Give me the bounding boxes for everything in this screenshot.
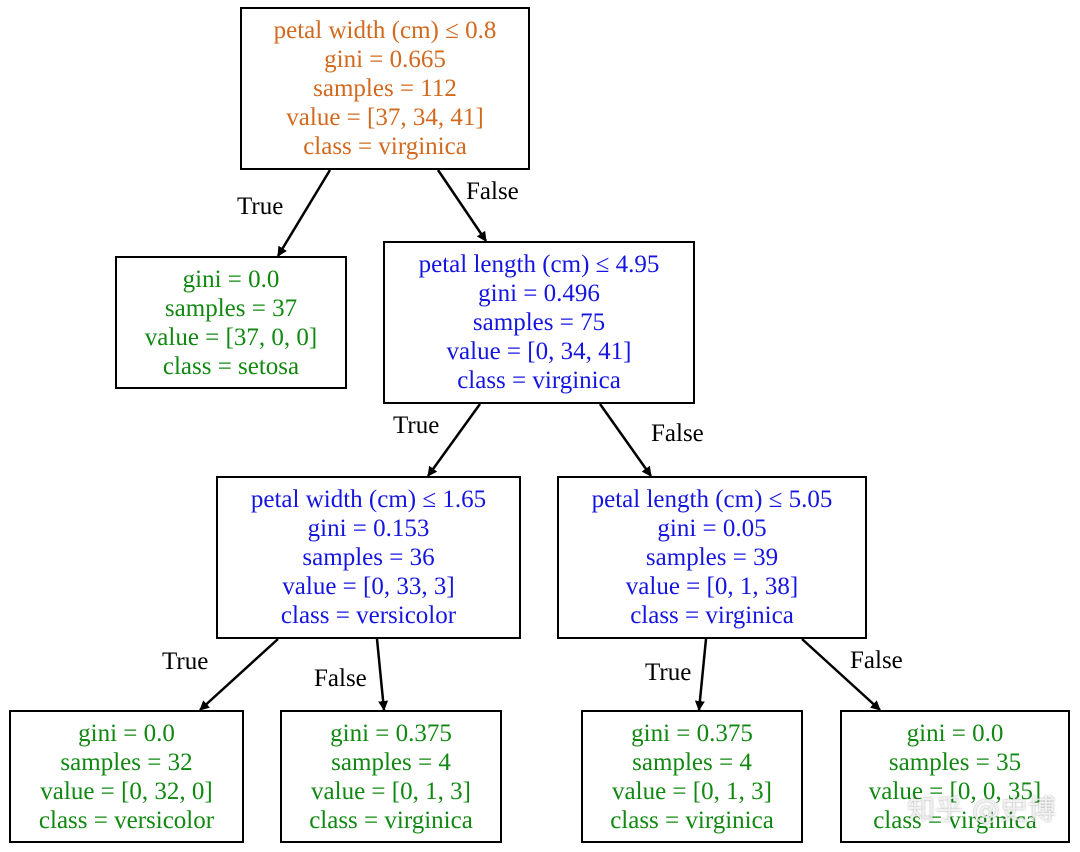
- node-samples: samples = 4: [331, 748, 451, 776]
- node-petal-width-165: petal width (cm) ≤ 1.65 gini = 0.153 sam…: [216, 476, 521, 639]
- node-samples: samples = 35: [888, 748, 1022, 776]
- edge-root-to-petal-length-495: [436, 169, 488, 242]
- node-leaf-2: gini = 0.375 samples = 4 value = [0, 1, …: [280, 710, 502, 843]
- node-root: petal width (cm) ≤ 0.8 gini = 0.665 samp…: [240, 7, 530, 170]
- edge-label-false: False: [314, 665, 367, 692]
- node-value: value = [37, 34, 41]: [286, 104, 484, 131]
- node-class: class = virginica: [610, 806, 774, 834]
- node-gini: gini = 0.153: [307, 515, 430, 542]
- node-petal-length-495: petal length (cm) ≤ 4.95 gini = 0.496 sa…: [383, 241, 695, 404]
- node-class: class = virginica: [630, 602, 794, 629]
- node-gini: gini = 0.0: [78, 719, 175, 747]
- node-value: value = [0, 33, 3]: [282, 573, 455, 600]
- node-leaf-setosa: gini = 0.0 samples = 37 value = [37, 0, …: [115, 256, 347, 389]
- node-class: class = virginica: [309, 806, 473, 834]
- node-leaf-4: gini = 0.0 samples = 35 value = [0, 0, 3…: [840, 710, 1070, 843]
- node-split-rule: petal width (cm) ≤ 0.8: [273, 17, 497, 44]
- node-class: class = virginica: [457, 367, 621, 394]
- edge-label-false: False: [651, 420, 704, 447]
- node-gini: gini = 0.0: [906, 719, 1004, 747]
- node-class: class = virginica: [873, 806, 1037, 834]
- node-value: value = [0, 34, 41]: [446, 338, 632, 365]
- node-value: value = [0, 1, 38]: [625, 573, 799, 600]
- node-value: value = [37, 0, 0]: [144, 323, 318, 351]
- node-leaf-3: gini = 0.375 samples = 4 value = [0, 1, …: [581, 710, 803, 843]
- node-samples: samples = 75: [472, 309, 606, 336]
- edge-label-true: True: [645, 659, 692, 686]
- node-samples: samples = 4: [632, 748, 752, 776]
- node-gini: gini = 0.0: [182, 265, 280, 293]
- node-samples: samples = 112: [313, 75, 457, 102]
- node-split-rule: petal width (cm) ≤ 1.65: [250, 486, 487, 513]
- node-samples: samples = 39: [645, 544, 779, 571]
- watermark: 知乎 @史博: [907, 793, 1056, 826]
- edge-label-true: True: [162, 648, 209, 675]
- edge-165-to-leaf-2: [375, 638, 389, 711]
- edge-label-true: True: [393, 412, 440, 439]
- edge-505-to-leaf-3: [694, 638, 708, 711]
- node-gini: gini = 0.375: [631, 719, 753, 747]
- node-value: value = [0, 1, 3]: [612, 777, 772, 805]
- node-leaf-1: gini = 0.0 samples = 32 value = [0, 32, …: [9, 710, 244, 843]
- edge-495-to-petal-width-165: [426, 403, 482, 477]
- edge-label-false: False: [466, 178, 519, 205]
- node-samples: samples = 32: [60, 748, 193, 776]
- node-gini: gini = 0.375: [330, 719, 452, 747]
- node-samples: samples = 36: [302, 544, 435, 571]
- node-gini: gini = 0.05: [657, 515, 767, 542]
- node-class: class = virginica: [303, 133, 467, 160]
- node-value: value = [0, 1, 3]: [311, 777, 471, 805]
- edge-label-false: False: [850, 647, 903, 674]
- node-gini: gini = 0.496: [478, 280, 600, 307]
- node-class: class = versicolor: [38, 806, 215, 834]
- edge-label-true: True: [237, 193, 284, 220]
- edge-495-to-petal-length-505: [598, 403, 653, 477]
- node-samples: samples = 37: [164, 294, 298, 322]
- node-value: value = [0, 0, 35]: [868, 777, 1042, 805]
- node-gini: gini = 0.665: [324, 46, 446, 73]
- node-split-rule: petal length (cm) ≤ 4.95: [418, 251, 660, 278]
- node-class: class = versicolor: [280, 602, 457, 629]
- node-class: class = setosa: [162, 352, 300, 380]
- node-value: value = [0, 32, 0]: [40, 777, 213, 805]
- node-split-rule: petal length (cm) ≤ 5.05: [591, 486, 833, 513]
- edge-505-to-leaf-4: [801, 638, 881, 711]
- edge-root-to-setosa: [276, 169, 332, 257]
- edge-165-to-leaf-1: [199, 638, 279, 711]
- node-petal-length-505: petal length (cm) ≤ 5.05 gini = 0.05 sam…: [557, 476, 867, 639]
